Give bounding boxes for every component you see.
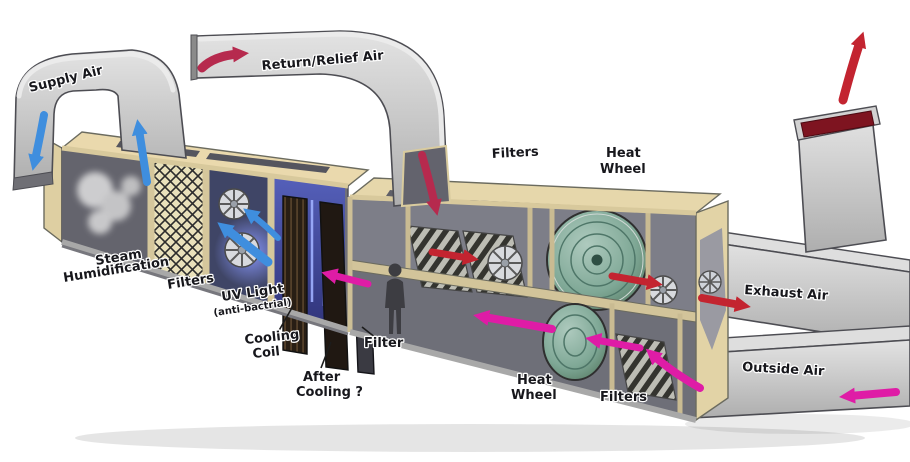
steam-humidifier-section	[62, 148, 150, 270]
label-heat-wheel-upper-1: Heat	[606, 146, 641, 161]
label-outside-air: Outside Air	[742, 360, 826, 379]
fan-icon	[218, 188, 250, 220]
label-heat-wheel-upper-2: Wheel	[600, 162, 646, 177]
cooling-coil-leader	[276, 305, 294, 335]
exhaust-air-duct	[695, 227, 910, 347]
label-filters-upper: Filters	[491, 145, 539, 162]
ground-shadow-right	[685, 414, 910, 434]
outside-flow-arrow-2	[473, 309, 556, 333]
label-cooling-coil-2: Coil	[252, 344, 281, 362]
return-down-arrow	[418, 151, 442, 216]
exhaust-air-arrow	[698, 294, 751, 312]
exhaust-stack	[793, 105, 887, 253]
supply-flow-arrow	[217, 222, 273, 267]
supply-duct-opening	[12, 171, 54, 191]
fan-icon	[487, 245, 523, 281]
fan-icon	[224, 232, 260, 268]
ground-shadow	[75, 424, 865, 452]
label-after-cooling-1: After	[303, 370, 341, 385]
outside-flow-arrow-1	[585, 333, 644, 352]
label-cooling-coil-1: Cooling	[244, 327, 300, 348]
right-unit-end	[695, 199, 729, 422]
outside-flow-arrow-3	[321, 268, 372, 288]
filter-leader	[361, 326, 377, 339]
fan-icon	[698, 270, 722, 294]
exhaust-flow-arrow-2	[608, 272, 663, 291]
stack-exhaust-arrow	[838, 31, 867, 105]
airflow-arrows	[28, 31, 900, 404]
supply-air-up-arrow	[131, 119, 151, 186]
supply-air-out-arrow	[28, 111, 48, 171]
label-heat-wheel-lower-1: Heat	[517, 373, 552, 388]
left-ahu-unit	[43, 131, 370, 371]
return-air-arrow	[197, 46, 249, 73]
exhaust-flow-arrow-1	[428, 248, 479, 266]
outside-air-arrow	[839, 387, 900, 404]
label-exhaust-air: Exhaust Air	[744, 283, 829, 304]
heat-wheel	[546, 209, 648, 311]
supply-flow-arrow-2	[243, 208, 281, 241]
after-cooling-leader	[320, 341, 332, 369]
outside-air-entry-arrow	[645, 348, 704, 392]
labels: Supply Air Return/Relief Air Filters Hea…	[26, 47, 830, 406]
stack-opening	[800, 110, 875, 138]
label-heat-wheel-lower-2: Wheel	[511, 388, 557, 403]
label-filter: Filter	[364, 336, 404, 351]
return-duct-opening	[190, 34, 198, 81]
label-filters-lower: Filters	[600, 390, 647, 405]
person-silhouette	[385, 263, 405, 334]
label-after-cooling-2: Cooling ?	[296, 385, 363, 400]
